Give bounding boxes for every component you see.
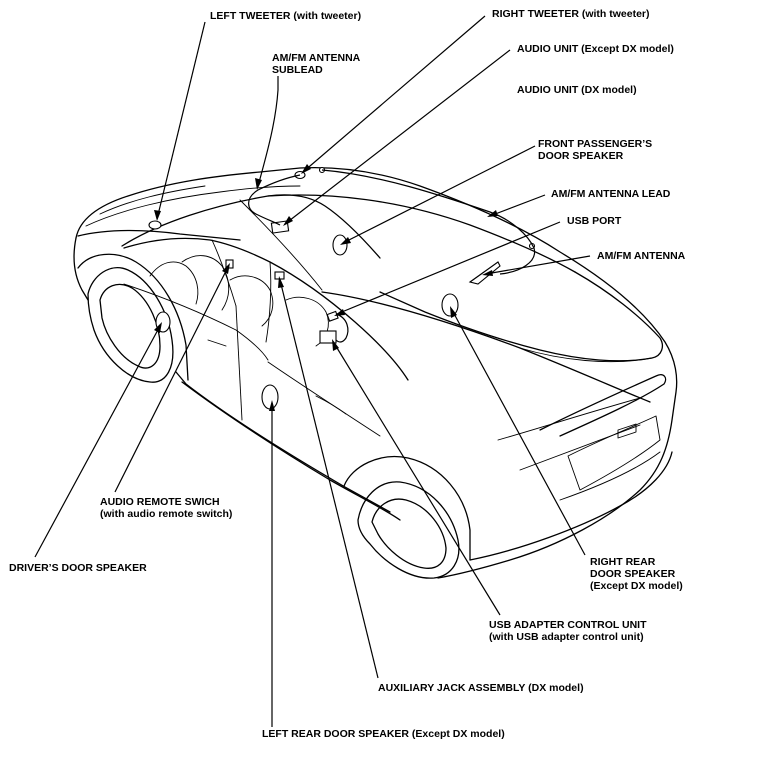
left-rear-speaker-part xyxy=(261,384,279,410)
label-antenna-lead: AM/FM ANTENNA LEAD xyxy=(551,188,671,200)
label-audio-unit-dx: AUDIO UNIT (DX model) xyxy=(517,84,637,96)
label-audio-unit-except-dx: AUDIO UNIT (Except DX model) xyxy=(517,43,674,55)
label-antenna: AM/FM ANTENNA xyxy=(597,250,686,262)
label-drivers-door-speaker: DRIVER’S DOOR SPEAKER xyxy=(9,562,147,574)
label-left-tweeter: LEFT TWEETER (with tweeter) xyxy=(210,10,362,22)
label-antenna-sublead: AM/FM ANTENNA SUBLEAD xyxy=(272,52,361,76)
leader-lines xyxy=(34,15,591,727)
label-right-rear-speaker: RIGHT REAR DOOR SPEAKER (Except DX model… xyxy=(590,556,683,592)
usb-port-part xyxy=(326,310,339,322)
label-usb-port: USB PORT xyxy=(567,215,622,227)
car-outline xyxy=(73,167,678,579)
usb-adapter-unit-part xyxy=(319,330,337,344)
label-auxiliary-jack: AUXILIARY JACK ASSEMBLY (DX model) xyxy=(378,682,584,694)
right-rear-speaker-part xyxy=(441,293,459,317)
label-usb-adapter-control-unit: USB ADAPTER CONTROL UNIT (with USB adapt… xyxy=(489,619,647,643)
label-front-passenger-speaker: FRONT PASSENGER’S DOOR SPEAKER xyxy=(538,138,653,162)
label-audio-remote-switch: AUDIO REMOTE SWICH (with audio remote sw… xyxy=(100,496,233,520)
label-left-rear-speaker: LEFT REAR DOOR SPEAKER (Except DX model) xyxy=(262,728,505,740)
wiring xyxy=(248,169,536,343)
label-right-tweeter: RIGHT TWEETER (with tweeter) xyxy=(492,8,650,20)
components xyxy=(148,166,536,410)
left-tweeter-part xyxy=(148,220,162,230)
antenna-mast xyxy=(468,261,501,285)
